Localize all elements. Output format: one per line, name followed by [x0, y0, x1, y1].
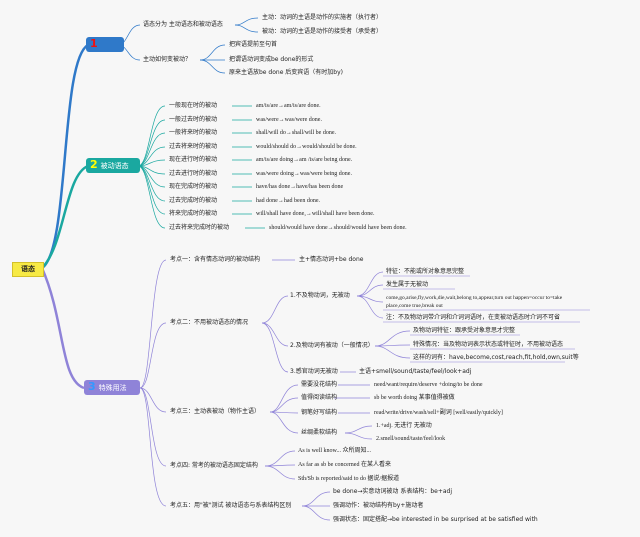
tense-name: 一般现在时的被动	[169, 102, 218, 109]
b1-how-to-convert: 主动如何变被动？	[143, 56, 192, 63]
point-3d: 丝绸柔软结构	[301, 429, 338, 436]
point-2-1c-line2: place,come true,break out	[386, 303, 443, 309]
point-4: 考点四: 常考的被动语态固定结构	[170, 462, 258, 469]
point-2-2b: 特殊情况：当及物动词表示状态或特征时，不用被动语态	[413, 341, 564, 348]
tense-form: am/is/are doing→am /is/are being done.	[256, 157, 353, 163]
point-2-1a: 特征：不能或所对象意思完整	[386, 268, 465, 275]
tense-name: 现在进行时的被动	[169, 156, 218, 163]
point-3: 考点三：主动表被动（物作主语）	[170, 408, 261, 415]
point-2-intransitive: 1.不及物动词，无被动	[290, 292, 350, 299]
point-2-transitive: 2.及物动词有被动（一般情况）	[290, 342, 374, 349]
point-2: 考点二：不用被动语态的情况	[170, 319, 249, 326]
point-4a: As is well know... 众所周知...	[298, 448, 371, 454]
tense-name: 过去进行时的被动	[169, 170, 218, 177]
b1-step-1: 把宾语提前至句首	[229, 41, 278, 48]
point-4b: As far as sb be concerned 在某人看来	[298, 462, 391, 468]
tense-name: 过去将来完成时的被动	[169, 224, 230, 231]
point-1-rule: 主+情态动词+be done	[299, 256, 364, 263]
point-2-1c-line1: come,go,arise,fly,work,die,wait,belong t…	[386, 295, 563, 301]
point-4c: Sth/Sb is reported/said to do 据说/据报道	[298, 476, 400, 482]
tense-form: would/should do→would/should be done.	[256, 144, 357, 150]
point-3d-rule-1: 1.+adj. 无进行 无被动	[376, 423, 432, 429]
tense-form: had done→had been done.	[256, 198, 320, 204]
point-3d-rule-2: 2.smell/sound/taste/feel/look	[376, 436, 446, 442]
tense-form: shall/will do→shall/will be done.	[256, 130, 336, 136]
point-3c: 钢笔好写结构	[301, 409, 338, 416]
b1-passive-def: 被动：动词的主语是动作的接受者（承受者）	[262, 28, 383, 35]
root-node: 语态	[12, 262, 44, 277]
point-3b-rule: sb be worth doing 某事值得被做	[374, 395, 455, 401]
tense-name: 过去将来时的被动	[169, 143, 218, 150]
point-1: 考点一：含有情态动词的被动结构	[170, 256, 261, 263]
branch-2-label: 被动语态	[100, 162, 129, 170]
branch-1-topic: 1	[86, 37, 124, 52]
branch-2-number: 2	[90, 158, 98, 171]
branch-1-number: 1	[90, 37, 98, 50]
point-2-1b: 发生属于无被动	[386, 281, 429, 288]
tense-name: 一般过去时的被动	[169, 116, 218, 123]
point-2-sense-verbs: 3.感官动词无被动	[290, 368, 338, 375]
tense-form: was/were doing→was/were being done.	[256, 171, 352, 177]
tense-form: will/shall have done,→will/shall have be…	[256, 211, 375, 217]
point-3a-rule: need/want/require/deserve +doing/to be d…	[374, 382, 483, 388]
tense-form: was/were→was/were done.	[256, 117, 322, 123]
tense-name: 将来完成时的被动	[169, 210, 218, 217]
b1-step-2: 把谓语动词变成be done的形式	[229, 56, 314, 63]
point-3a: 需要没花结构	[301, 381, 338, 388]
point-5a: be done→实意动词被动 系表结构：be+adj	[333, 488, 452, 495]
point-2-2c: 这样的词有：have,become,cost,reach,fit,hold,ow…	[413, 354, 579, 361]
point-5b: 强调动作：被动结构有by+施动者	[333, 502, 424, 509]
branch-3-label: 特殊用法	[98, 384, 127, 392]
point-2-3a: 主语+smell/sound/taste/feel/look+adj	[359, 368, 472, 375]
point-3c-rule: read/write/drive/wash/sell+副词 [well/easi…	[374, 410, 503, 416]
branch-3-number: 3	[88, 380, 96, 393]
tense-name: 过去完成时的被动	[169, 197, 218, 204]
tense-name: 一般将来时的被动	[169, 129, 218, 136]
tense-form: have/has done→have/has been done	[256, 184, 344, 190]
tense-form: am/is/are→am/is/are done.	[256, 103, 321, 109]
point-2-2a: 及物动词特征：跟承受对象意思才完整	[413, 327, 516, 334]
b1-voice-types: 语态分为 主动语态和被动语态	[143, 21, 223, 28]
point-3b: 值得阅读结构	[301, 394, 338, 401]
tense-name: 现在完成时的被动	[169, 183, 218, 190]
point-5c: 强调状态：固定搭配→be interested in be surprised …	[333, 516, 538, 523]
point-2-1d: 注：不及物动词带介词和介词词语时，在变被动语态时介词不可省	[386, 314, 561, 321]
b1-active-def: 主动：动词的主语是动作的实施者（执行者）	[262, 14, 383, 21]
tense-form: should/would have done→should/would have…	[269, 225, 407, 231]
point-5: 考点五：用"被"测试 被动语态与系表结构区别	[170, 502, 292, 509]
b1-step-3: 原来主语放be done 后变宾语（有时加by)	[229, 69, 343, 76]
